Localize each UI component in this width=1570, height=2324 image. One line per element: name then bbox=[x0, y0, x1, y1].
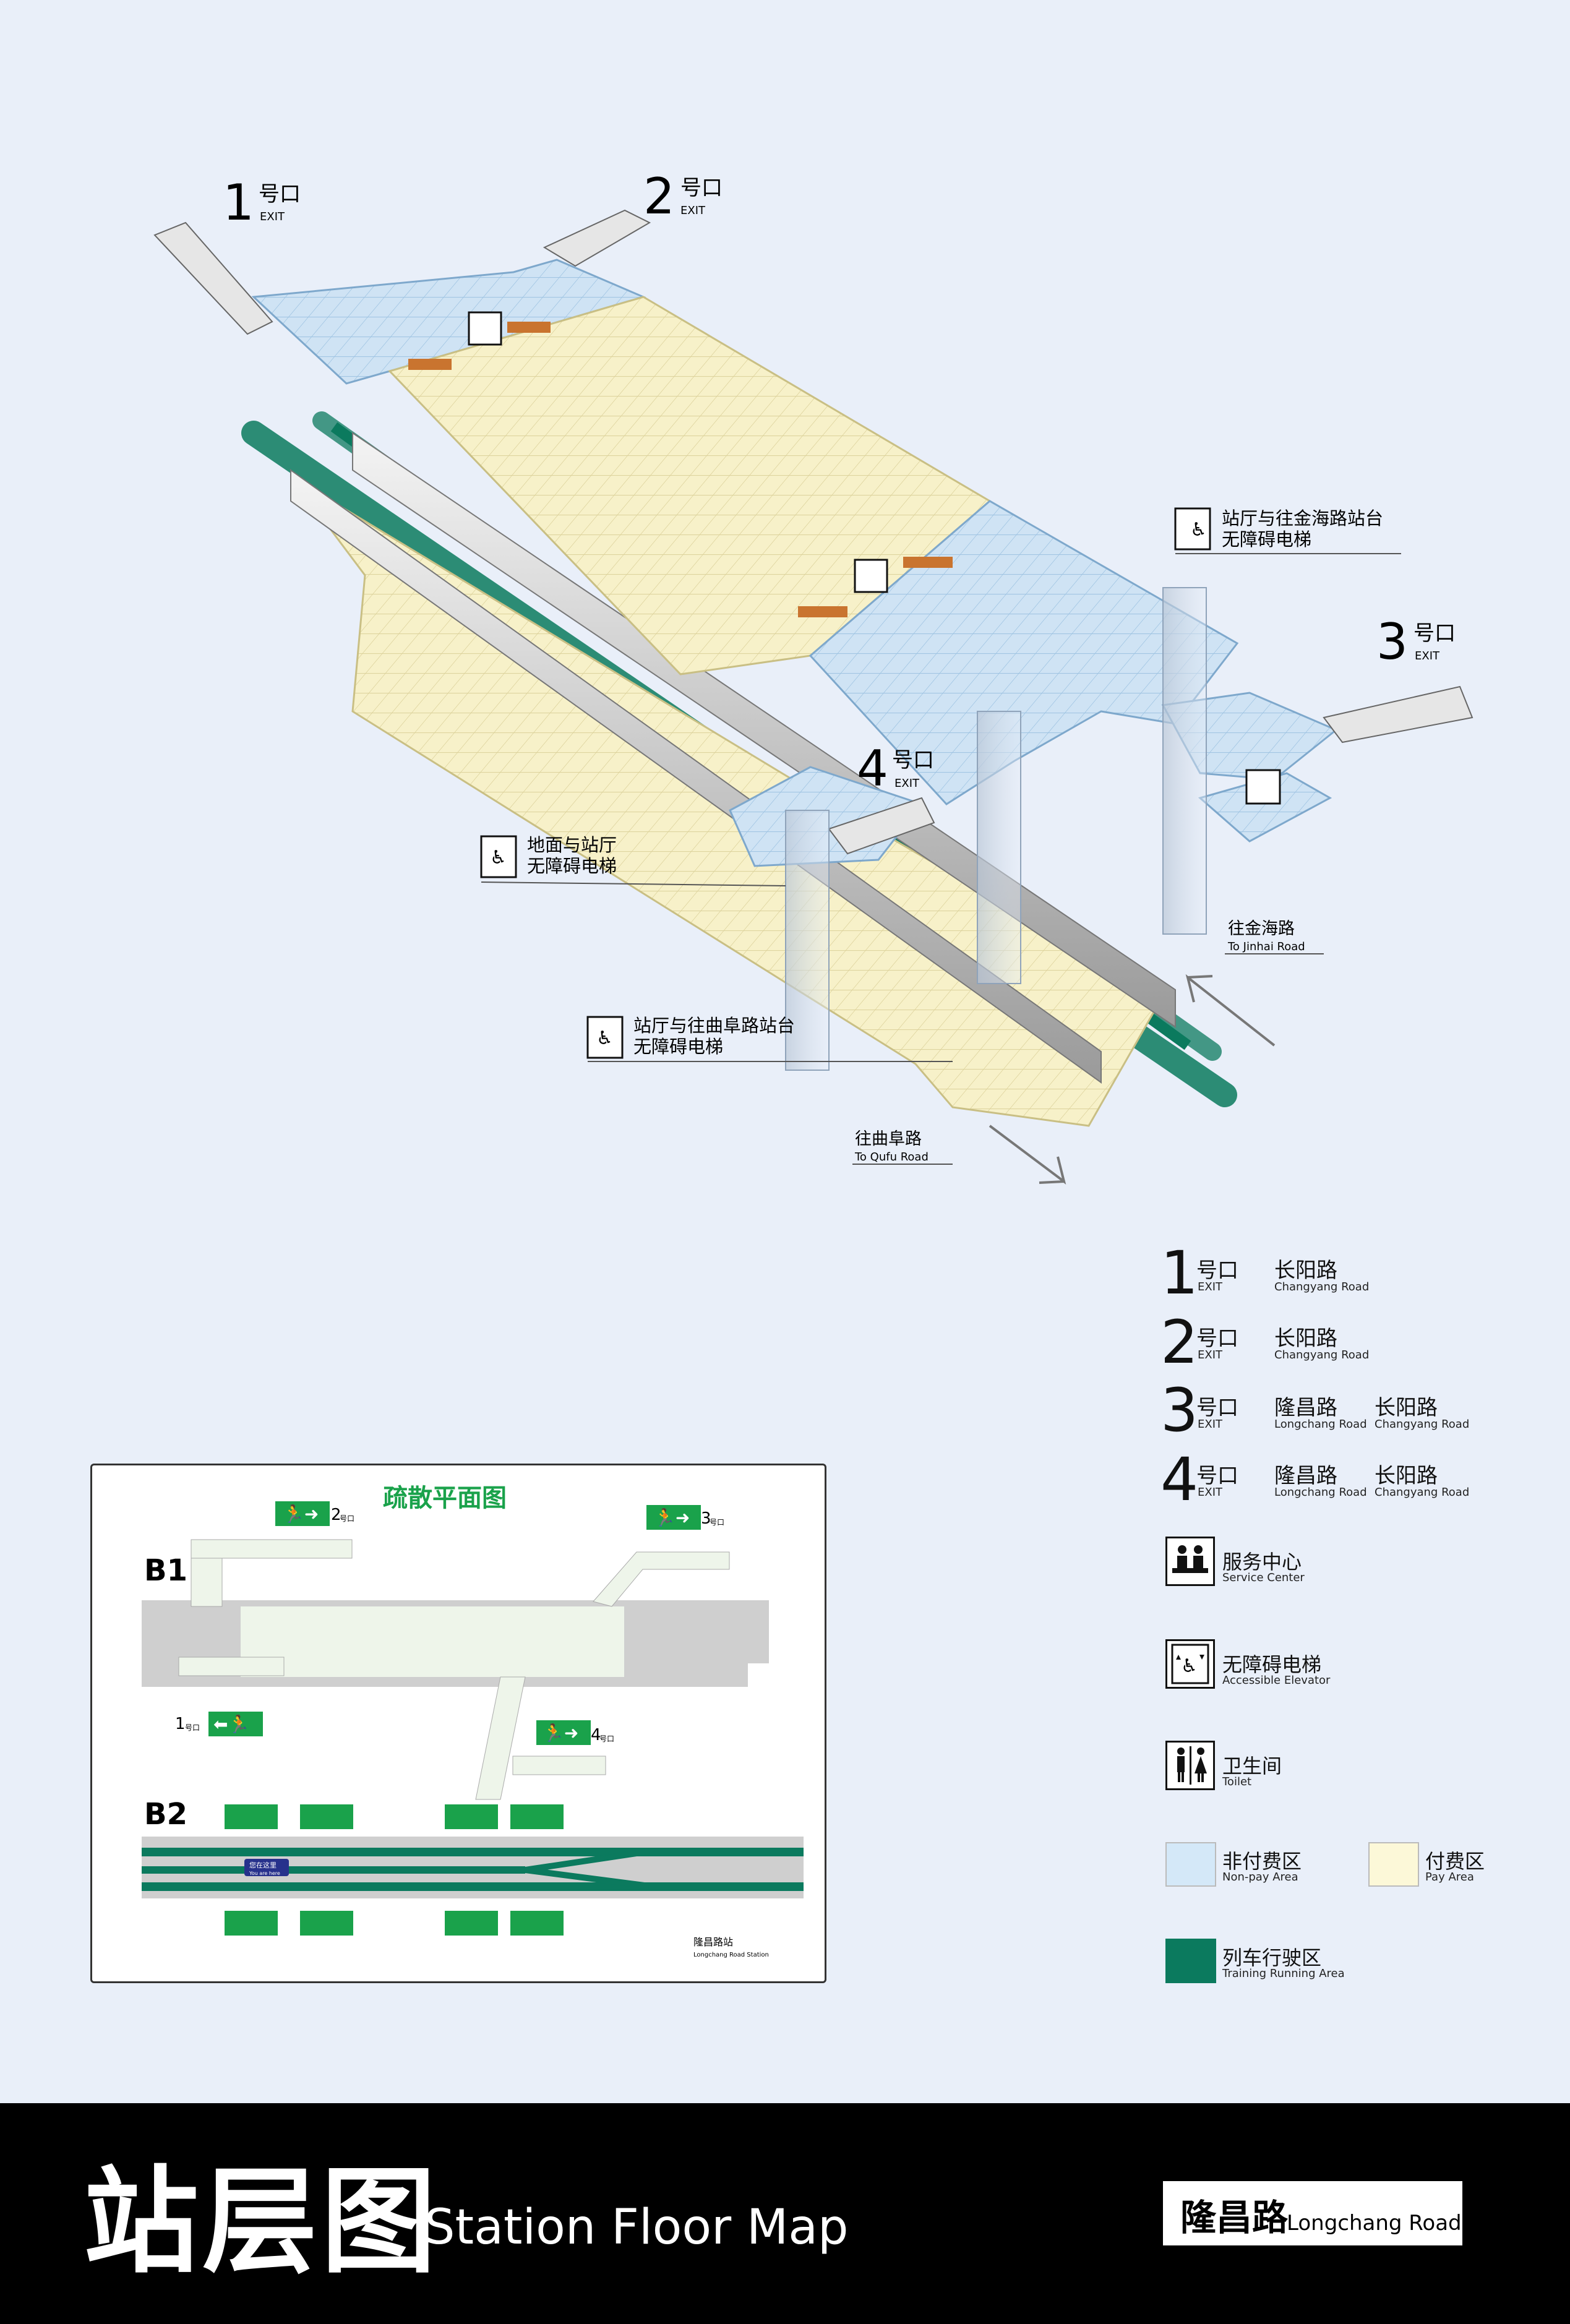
svg-text:往曲阜路: 往曲阜路 bbox=[855, 1130, 922, 1149]
elevator-label: 无障碍电梯 bbox=[1222, 1653, 1322, 1676]
ticket-gates bbox=[408, 322, 953, 617]
service-center-en: Service Center bbox=[1222, 1571, 1305, 1584]
running-label: 列车行驶区 bbox=[1222, 1946, 1322, 1970]
svg-text:2: 2 bbox=[331, 1506, 341, 1524]
exit-stairs bbox=[153, 209, 1473, 855]
toilet-legend-icon bbox=[1165, 1741, 1215, 1790]
svg-text:地面与站厅: 地面与站厅 bbox=[527, 834, 617, 855]
svg-text:3: 3 bbox=[1376, 613, 1408, 671]
evac-station-cn: 隆昌路站 bbox=[693, 1936, 733, 1948]
direction-arrows bbox=[989, 974, 1276, 1185]
svg-text:EXIT: EXIT bbox=[680, 204, 706, 217]
svg-text:往金海路: 往金海路 bbox=[1228, 919, 1295, 938]
svg-text:You are here: You are here bbox=[249, 1871, 280, 1876]
svg-text:号口: 号口 bbox=[680, 176, 723, 200]
svg-text:号口: 号口 bbox=[1413, 621, 1456, 646]
evac-station-en: Longchang Road Station bbox=[693, 1952, 769, 1958]
you-are-here-marker: 您在这里 You are here bbox=[244, 1859, 289, 1876]
evac-title: 疏散平面图 bbox=[383, 1484, 507, 1512]
elevator-shafts bbox=[785, 587, 1207, 1071]
toilet-en: Toilet bbox=[1222, 1775, 1252, 1788]
b2-exit-signs bbox=[225, 1804, 564, 1936]
svg-text:无障碍电梯: 无障碍电梯 bbox=[527, 855, 617, 877]
svg-text:To Jinhai Road: To Jinhai Road bbox=[1227, 940, 1305, 953]
b2-floor bbox=[142, 1837, 804, 1898]
exit-label-4: 4 号口 EXIT bbox=[857, 740, 934, 797]
evac-b2-label: B2 bbox=[144, 1797, 187, 1832]
direction-jinhai: 往金海路 To Jinhai Road bbox=[1225, 919, 1324, 954]
service-center-label: 服务中心 bbox=[1222, 1550, 1302, 1574]
svg-text:♿: ♿ bbox=[596, 1027, 613, 1049]
elevator-icon: ♿ bbox=[1165, 1639, 1215, 1689]
svg-text:无障碍电梯: 无障碍电梯 bbox=[633, 1036, 723, 1057]
nonpay-label: 非付费区 bbox=[1222, 1850, 1302, 1873]
svg-text:号口: 号口 bbox=[710, 1518, 724, 1527]
svg-text:号口: 号口 bbox=[259, 182, 301, 207]
svg-text:号口: 号口 bbox=[892, 748, 934, 773]
footer-title-cn: 站层图 bbox=[84, 2155, 440, 2289]
elevator-en: Accessible Elevator bbox=[1222, 1674, 1331, 1687]
nonpay-swatch bbox=[1165, 1842, 1216, 1887]
svg-text:EXIT: EXIT bbox=[894, 777, 920, 790]
station-name-en: Longchang Road bbox=[1287, 2211, 1462, 2236]
exit-label-2: 2 号口 EXIT bbox=[643, 168, 723, 225]
exit-label-3: 3 号口 EXIT bbox=[1376, 613, 1456, 671]
station-name-box: 隆昌路 Longchang Road bbox=[1163, 2181, 1462, 2245]
pay-swatch bbox=[1368, 1842, 1419, 1887]
svg-text:To Qufu Road: To Qufu Road bbox=[854, 1151, 929, 1164]
svg-text:3: 3 bbox=[701, 1509, 711, 1528]
svg-text:无障碍电梯: 无障碍电梯 bbox=[1222, 529, 1311, 550]
svg-text:EXIT: EXIT bbox=[260, 210, 285, 223]
svg-text:♿: ♿ bbox=[1190, 519, 1207, 541]
running-en: Training Running Area bbox=[1222, 1967, 1345, 1980]
svg-text:1: 1 bbox=[175, 1715, 186, 1733]
pay-en: Pay Area bbox=[1425, 1871, 1474, 1884]
svg-text:🏃➜: 🏃➜ bbox=[654, 1507, 690, 1528]
svg-text:号口: 号口 bbox=[599, 1734, 614, 1743]
svg-text:号口: 号口 bbox=[340, 1514, 354, 1523]
concourse-nonpay-east bbox=[809, 500, 1239, 805]
evac-b1-label: B1 bbox=[144, 1553, 187, 1588]
svg-text:4: 4 bbox=[857, 740, 888, 797]
running-swatch bbox=[1165, 1939, 1216, 1983]
svg-text:站厅与往金海路站台: 站厅与往金海路站台 bbox=[1222, 508, 1383, 529]
svg-text:站厅与往曲阜路站台: 站厅与往曲阜路站台 bbox=[633, 1015, 795, 1036]
callout-elevator-jinhai: ♿ 站厅与往金海路站台 无障碍电梯 bbox=[1174, 507, 1401, 554]
station-3d-illustration: 1 号口 EXIT 2 号口 EXIT 3 号口 EXIT 4 号口 EXIT … bbox=[153, 168, 1473, 1185]
b1-floor bbox=[142, 1539, 769, 1800]
toilet-label: 卫生间 bbox=[1222, 1754, 1282, 1778]
svg-text:🏃➜: 🏃➜ bbox=[283, 1504, 319, 1524]
exit-label-1: 1 号口 EXIT bbox=[223, 174, 301, 231]
svg-text:EXIT: EXIT bbox=[1415, 650, 1440, 662]
nonpay-en: Non-pay Area bbox=[1222, 1871, 1298, 1884]
station-name-cn: 隆昌路 bbox=[1180, 2197, 1289, 2239]
svg-text:🏃➜: 🏃➜ bbox=[543, 1723, 578, 1743]
service-center-icon bbox=[1165, 1537, 1215, 1586]
svg-text:♿: ♿ bbox=[1181, 1655, 1198, 1677]
svg-text:4: 4 bbox=[591, 1726, 601, 1744]
service-center-icons bbox=[468, 311, 888, 593]
svg-text:♿: ♿ bbox=[490, 847, 507, 868]
callout-elevator-ground: ♿ 地面与站厅 无障碍电梯 bbox=[480, 834, 786, 886]
svg-text:您在这里: 您在这里 bbox=[249, 1861, 277, 1869]
pay-label: 付费区 bbox=[1425, 1850, 1485, 1873]
evacuation-plan-diagram: 疏散平面图 B1 🏃➜ 2号口 🏃➜ 3号口 ⬅🏃 bbox=[142, 1484, 804, 1958]
callout-elevator-qufu: ♿ 站厅与往曲阜路站台 无障碍电梯 bbox=[586, 1015, 953, 1062]
svg-text:2: 2 bbox=[643, 168, 675, 225]
svg-text:1: 1 bbox=[223, 174, 254, 231]
footer-title-en: Station Floor Map bbox=[424, 2200, 849, 2255]
svg-text:号口: 号口 bbox=[185, 1723, 200, 1732]
direction-qufu: 往曲阜路 To Qufu Road bbox=[852, 1130, 953, 1165]
toilet-icon bbox=[1245, 769, 1281, 805]
svg-text:⬅🏃: ⬅🏃 bbox=[213, 1714, 249, 1734]
